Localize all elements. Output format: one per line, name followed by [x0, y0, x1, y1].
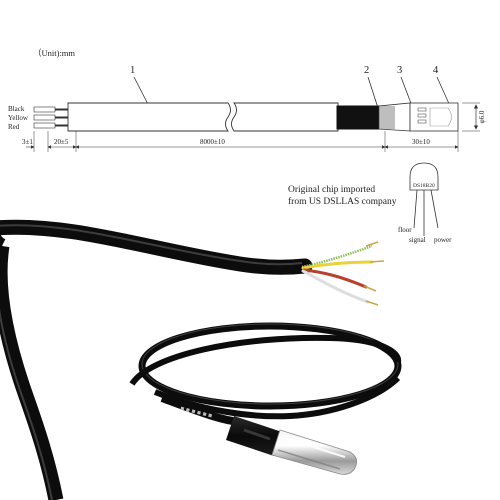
coiled-probe-photo: ■ ■ ■ ■ ■ ■ — [129, 322, 402, 475]
callout-4: 4 — [433, 65, 439, 76]
chip-note: Original chip imported from US DSLLAS co… — [288, 185, 397, 207]
leader-3 — [400, 76, 413, 107]
cable-end-photo — [0, 219, 385, 500]
chip-body — [409, 162, 439, 191]
white-wire — [301, 269, 370, 304]
dimension-lines — [26, 131, 459, 152]
chip-pin-power — [430, 189, 439, 229]
chip-illustration: DS18B20 floor signal power — [398, 162, 452, 244]
chip-label: DS18B20 — [413, 183, 435, 189]
heatshrink-drawing — [336, 105, 380, 130]
probe-heatshrink — [226, 416, 282, 456]
leader-2 — [367, 76, 379, 109]
bare-wire-dimension: 20±5 — [54, 138, 69, 146]
yellow-wire — [301, 260, 374, 270]
callout-2: 2 — [364, 65, 369, 76]
note-line-2: from US DSLLAS company — [288, 196, 397, 207]
wire-label-black: Black — [8, 105, 25, 113]
shield-wire — [301, 244, 373, 269]
cable-drawing — [67, 102, 339, 132]
taper-shading — [379, 106, 395, 129]
unit-label: （Unit):mm — [33, 48, 75, 58]
cable-lower-segment — [0, 245, 64, 500]
cable-length-dimension: 8000±10 — [200, 138, 225, 146]
strip-dimension: 3±1 — [22, 138, 33, 146]
callout-3: 3 — [397, 65, 402, 76]
note-line-1: Original chip imported — [288, 185, 375, 195]
wire-label-yellow: Yellow — [8, 114, 29, 122]
bare-wires-drawing — [33, 106, 68, 129]
leader-4 — [436, 76, 451, 107]
diameter-dimension: φ6.0 — [478, 110, 486, 123]
pin-label-power: power — [434, 236, 452, 244]
probe-length-dimension: 30±10 — [412, 138, 430, 146]
chip-pin-floor — [413, 189, 418, 229]
pin-label-floor: floor — [398, 226, 412, 234]
technical-drawing: （Unit):mm 1 2 3 4 Black Yellow Red — [8, 48, 486, 152]
callout-1: 1 — [130, 65, 135, 76]
wire-label-red: Red — [8, 123, 20, 131]
cable-upper-segment — [0, 219, 313, 275]
cable-coil-inner — [129, 334, 402, 386]
pin-label-signal: signal — [409, 236, 426, 244]
red-wire — [302, 268, 368, 289]
probe-drawing — [409, 102, 459, 132]
